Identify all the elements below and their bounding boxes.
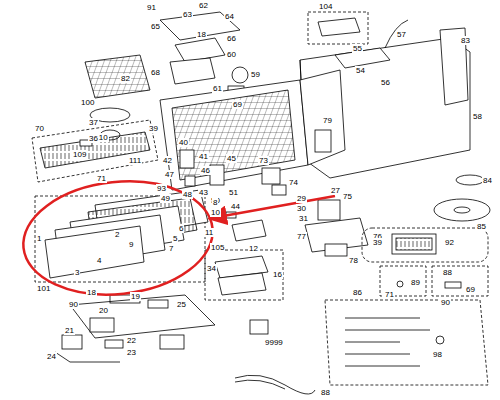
- callout-number: 18: [86, 288, 97, 297]
- callout-number: 93: [156, 184, 167, 193]
- callout-number: 43: [198, 188, 209, 197]
- callout-number: 37: [88, 118, 99, 127]
- callout-number: 19: [130, 292, 141, 301]
- callout-number: 91: [146, 3, 157, 12]
- callout-number: 74: [288, 178, 299, 187]
- callout-number: 55: [352, 44, 363, 53]
- callout-number: 9: [128, 240, 134, 249]
- callout-number: 88: [320, 388, 331, 397]
- callout-number: 69: [465, 285, 476, 294]
- callout-number: 4: [96, 256, 102, 265]
- callout-number: 16: [272, 270, 283, 279]
- callout-number: 68: [150, 68, 161, 77]
- callout-number: 70: [34, 124, 45, 133]
- callout-number: 31: [298, 214, 309, 223]
- callout-number: 66: [226, 34, 237, 43]
- callout-number: 98: [432, 350, 443, 359]
- callout-number: 111: [128, 156, 142, 165]
- callout-number: 45: [226, 154, 237, 163]
- callout-number: 59: [250, 70, 261, 79]
- callout-number: 73: [258, 156, 269, 165]
- callout-number: 64: [224, 12, 235, 21]
- callout-number: 90: [440, 298, 451, 307]
- callout-number: 9999: [264, 338, 284, 347]
- callout-number: 41: [198, 152, 209, 161]
- callout-number: 47: [164, 170, 175, 179]
- callout-number: 30: [296, 204, 307, 213]
- callout-number: 75: [342, 192, 353, 201]
- callout-number: 11: [204, 228, 214, 237]
- callout-number: 85: [476, 222, 487, 231]
- callout-number: 109: [72, 150, 87, 159]
- callout-number: 20: [98, 306, 109, 315]
- callout-number: 49: [160, 194, 171, 203]
- callout-number: 84: [482, 176, 493, 185]
- callout-number: 71: [384, 290, 395, 299]
- callout-number: 6: [178, 224, 184, 233]
- callout-number: 77: [296, 232, 307, 241]
- callout-number: 79: [322, 116, 333, 125]
- callout-number: 2: [114, 230, 120, 239]
- callout-number: 8: [212, 198, 218, 207]
- callout-number: 101: [36, 284, 51, 293]
- callout-number: 92: [444, 238, 455, 247]
- callout-number: 104: [318, 2, 333, 11]
- callout-number: 69: [232, 100, 243, 109]
- callout-number: 100: [80, 98, 95, 107]
- callout-number: 23: [126, 348, 137, 357]
- callout-number: 90: [68, 300, 79, 309]
- callout-number: 61: [212, 84, 223, 93]
- callout-number: 83: [460, 36, 471, 45]
- callout-number: 36: [88, 134, 99, 143]
- callout-number: 7: [168, 244, 174, 253]
- callout-number: 39: [372, 238, 383, 247]
- callout-number: 56: [380, 78, 391, 87]
- callout-number: 51: [228, 188, 239, 197]
- callout-number: 57: [396, 30, 407, 39]
- callout-number: 42: [162, 156, 173, 165]
- callout-number: 29: [296, 194, 307, 203]
- callout-number: 40: [178, 138, 189, 147]
- callout-number: 88: [442, 268, 453, 277]
- callout-number: 62: [198, 1, 209, 10]
- callout-number: 5: [172, 234, 178, 243]
- callout-number: 39: [148, 124, 159, 133]
- callout-number: 46: [200, 166, 211, 175]
- callout-number: 63: [182, 10, 193, 19]
- callout-number: 24: [46, 352, 57, 361]
- callout-number: 48: [182, 190, 193, 199]
- callout-number: 54: [355, 66, 366, 75]
- callout-number: 34: [206, 264, 217, 273]
- callout-number: 21: [64, 326, 75, 335]
- callout-number: 65: [150, 22, 161, 31]
- callout-number: 60: [226, 50, 237, 59]
- callout-number: 3: [74, 268, 80, 277]
- callout-number: 105: [210, 243, 225, 252]
- callout-number: 27: [330, 186, 341, 195]
- callout-number: 1: [36, 234, 42, 243]
- callout-number: 12: [248, 244, 259, 253]
- callout-number: 82: [120, 74, 131, 83]
- callout-number: 58: [472, 112, 483, 121]
- highlight-ellipse: [18, 172, 219, 303]
- callout-number: 25: [176, 300, 187, 309]
- callout-number: 10: [210, 208, 221, 217]
- callout-number: 78: [348, 256, 359, 265]
- callout-number: 44: [230, 202, 241, 211]
- callout-number: 71: [96, 174, 107, 183]
- callout-number: 86: [352, 288, 363, 297]
- highlight-arrow: [212, 196, 335, 218]
- callout-number: 89: [410, 278, 421, 287]
- callout-number: 18: [196, 30, 207, 39]
- callout-number: 22: [126, 336, 137, 345]
